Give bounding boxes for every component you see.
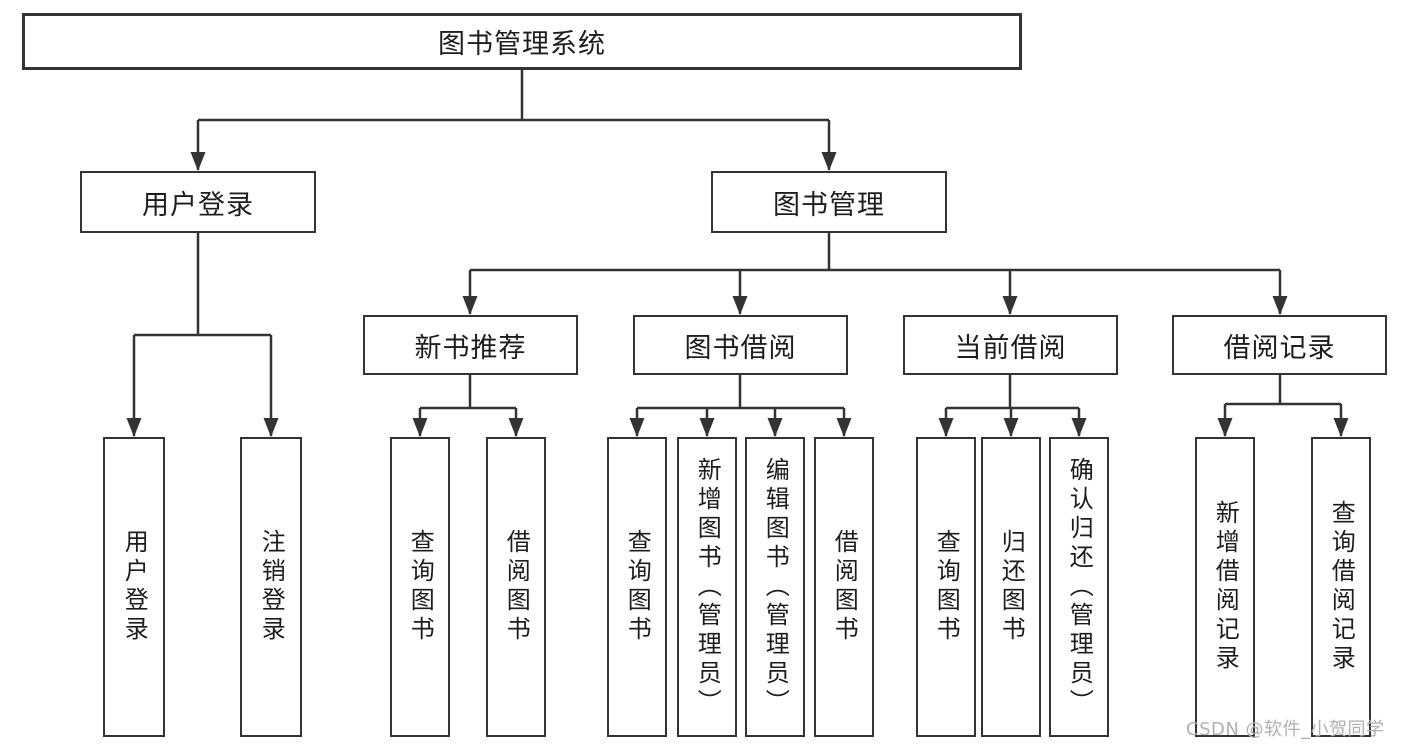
leaf-label: 新增图书（管理员） (693, 456, 722, 718)
node-book-management: 图书管理 (711, 171, 947, 233)
leaf-confirm-return-admin: 确认归还（管理员） (1049, 437, 1109, 737)
leaf-label: 确认归还（管理员） (1065, 456, 1094, 718)
leaf-label: 用户登录 (120, 529, 149, 645)
leaf-label: 查询借阅记录 (1327, 500, 1356, 674)
leaf-logout: 注销登录 (240, 437, 302, 737)
leaf-borrow-books: 借阅图书 (814, 437, 874, 737)
leaf-query-books-current: 查询图书 (916, 437, 976, 737)
leaf-label: 归还图书 (997, 529, 1026, 645)
leaf-add-borrow-record: 新增借阅记录 (1195, 437, 1255, 737)
leaf-label: 借阅图书 (830, 529, 859, 645)
csdn-watermark: CSDN @软件_小贺同学 (1186, 719, 1385, 740)
leaf-label: 借阅图书 (502, 529, 531, 645)
node-user-login: 用户登录 (80, 171, 316, 233)
leaf-label: 注销登录 (257, 529, 286, 645)
leaf-add-books-admin: 新增图书（管理员） (677, 437, 737, 737)
leaf-borrow-books-recommend: 借阅图书 (486, 437, 546, 737)
node-library-management-system: 图书管理系统 (22, 13, 1022, 70)
leaf-return-books: 归还图书 (981, 437, 1041, 737)
leaf-label: 查询图书 (406, 529, 435, 645)
leaf-query-borrow-record: 查询借阅记录 (1311, 437, 1371, 737)
node-new-book-recommend: 新书推荐 (363, 315, 578, 375)
leaf-query-books-recommend: 查询图书 (390, 437, 450, 737)
leaf-edit-books-admin: 编辑图书（管理员） (745, 437, 805, 737)
leaf-query-books-borrowing: 查询图书 (607, 437, 667, 737)
leaf-label: 新增借阅记录 (1211, 500, 1240, 674)
node-borrowing-records: 借阅记录 (1172, 315, 1387, 375)
node-book-borrowing: 图书借阅 (633, 315, 848, 375)
leaf-label: 编辑图书（管理员） (761, 456, 790, 718)
leaf-label: 查询图书 (932, 529, 961, 645)
node-current-borrowing: 当前借阅 (903, 315, 1118, 375)
leaf-user-login: 用户登录 (103, 437, 165, 737)
leaf-label: 查询图书 (623, 529, 652, 645)
